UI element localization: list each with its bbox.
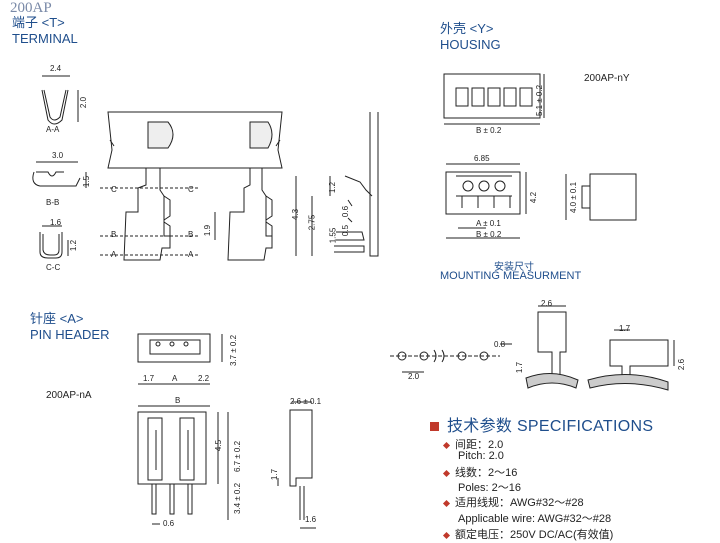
spec-marker-icon — [430, 422, 439, 432]
dim-pin-b: B — [175, 396, 181, 405]
spec-wire-cn: 适用线规：AWG#32～#28 — [442, 494, 584, 510]
cut-label-a-left: A — [111, 250, 117, 259]
dim-pin-16: 1.6 — [305, 515, 317, 524]
dim-pin-06: 0.6 — [163, 519, 175, 528]
dim-housing-a: A ± 0.1 — [476, 219, 501, 228]
pin-header-side-view — [277, 401, 316, 529]
dim-housing-b: B ± 0.2 — [476, 126, 502, 135]
pin-header-title-en: PIN HEADER — [30, 327, 110, 342]
terminal-section-cc — [39, 225, 69, 259]
dim-pin-22: 2.2 — [198, 374, 210, 383]
pin-header-top-view — [137, 333, 223, 407]
spec-pitch-en: Pitch: 2.0 — [458, 450, 504, 462]
spec-title-cn: 技术参数 — [447, 418, 513, 435]
dim-housing-b2: B ± 0.2 — [476, 230, 502, 239]
terminal-section-bb — [32, 161, 87, 188]
pin-header-model: 200AP-nA — [46, 390, 92, 401]
cut-label-b-right: B — [188, 230, 194, 239]
housing-side-view — [565, 173, 637, 221]
spec-poles-en: Poles: 2～16 — [458, 482, 521, 494]
dim-housing-685: 6.85 — [474, 154, 490, 163]
housing-front-view — [443, 73, 545, 125]
series-code: 200AP — [10, 0, 52, 16]
housing-model: 200AP-nY — [584, 73, 630, 84]
dim-mount-26: 2.6 — [541, 299, 553, 308]
section-label-cc: C-C — [46, 263, 61, 272]
spec-poles-cn: 线数：2～16 — [442, 464, 517, 480]
terminal-title-cn: 端子 <T> — [12, 15, 65, 30]
mounting-side-view-1 — [525, 305, 579, 389]
spec-title-en: SPECIFICATIONS — [516, 418, 654, 435]
housing-title-cn: 外壳 <Y> — [440, 21, 494, 36]
terminal-strip — [100, 111, 283, 261]
dim-cc-width: 1.6 — [50, 218, 62, 227]
dim-mount-hole: 0.8 — [494, 340, 506, 349]
pin-header-front-view — [137, 411, 229, 525]
mounting-title-en: MOUNTING MEASURMENT — [440, 270, 582, 282]
dim-pin-a: A — [172, 374, 178, 383]
terminal-title-en: TERMINAL — [12, 31, 78, 46]
dim-mount-pitch: 2.0 — [408, 372, 420, 381]
dim-pin-17: 1.7 — [143, 374, 155, 383]
dim-bb-width: 3.0 — [52, 151, 64, 160]
dim-aa-width: 2.4 — [50, 64, 62, 73]
cut-label-b-left: B — [111, 230, 117, 239]
section-label-aa: A-A — [46, 125, 60, 134]
mounting-hole-pattern — [390, 343, 512, 373]
terminal-side-view — [295, 112, 379, 257]
spec-wire-en: Applicable wire: AWG#32～#28 — [458, 513, 612, 525]
mounting-side-view-2 — [587, 329, 675, 391]
spec-title: 技术参数 SPECIFICATIONS — [430, 412, 653, 436]
spec-pitch-cn: 间距：2.0 — [442, 436, 503, 452]
housing-end-view — [445, 163, 527, 239]
cut-label-c-left: C — [111, 185, 117, 194]
cut-label-c-right: C — [188, 185, 194, 194]
section-label-bb: B-B — [46, 198, 60, 207]
spec-voltage-cn: 额定电压：250V DC/AC(有效值) — [442, 526, 613, 542]
dim-mount-17b: 1.7 — [619, 324, 631, 333]
pin-header-title-cn: 针座 <A> — [30, 311, 84, 326]
housing-title-en: HOUSING — [440, 37, 501, 52]
terminal-section-aa — [41, 75, 79, 125]
mounting-title-cn: 安装尺寸 — [494, 262, 534, 273]
